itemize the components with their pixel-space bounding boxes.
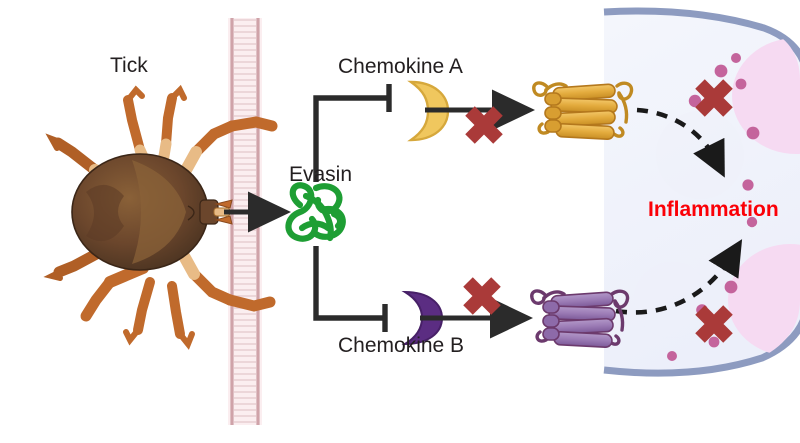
purple-gpcr-receptor-b	[530, 289, 630, 348]
nucleus-lobe-lower	[728, 244, 800, 356]
green-coiled-protein-evasin	[285, 182, 346, 242]
label-chemokine-a: Chemokine A	[338, 55, 463, 78]
immune-cell	[603, 7, 800, 377]
dashed-curved-signal-arrow-top	[636, 107, 725, 178]
tick-illustration	[43, 84, 278, 350]
red-x-block-signal-bottom	[695, 305, 733, 343]
inhibition-connector-tree	[313, 95, 388, 321]
label-tick: Tick	[110, 54, 148, 77]
label-evasin: Evasin	[289, 163, 353, 186]
label-chemokine-b: Chemokine B	[338, 334, 465, 357]
red-x-block-chemokine-a	[465, 106, 503, 144]
dashed-curved-signal-arrow-bottom	[615, 239, 743, 315]
red-x-block-chemokine-b	[463, 277, 501, 315]
label-inflammation: Inflammation	[648, 198, 779, 221]
red-x-block-signal-top	[695, 79, 733, 117]
nucleus-lobe-upper	[732, 38, 800, 154]
gold-gpcr-receptor-a	[532, 81, 634, 140]
lipid-bilayer-barrier	[228, 18, 262, 425]
